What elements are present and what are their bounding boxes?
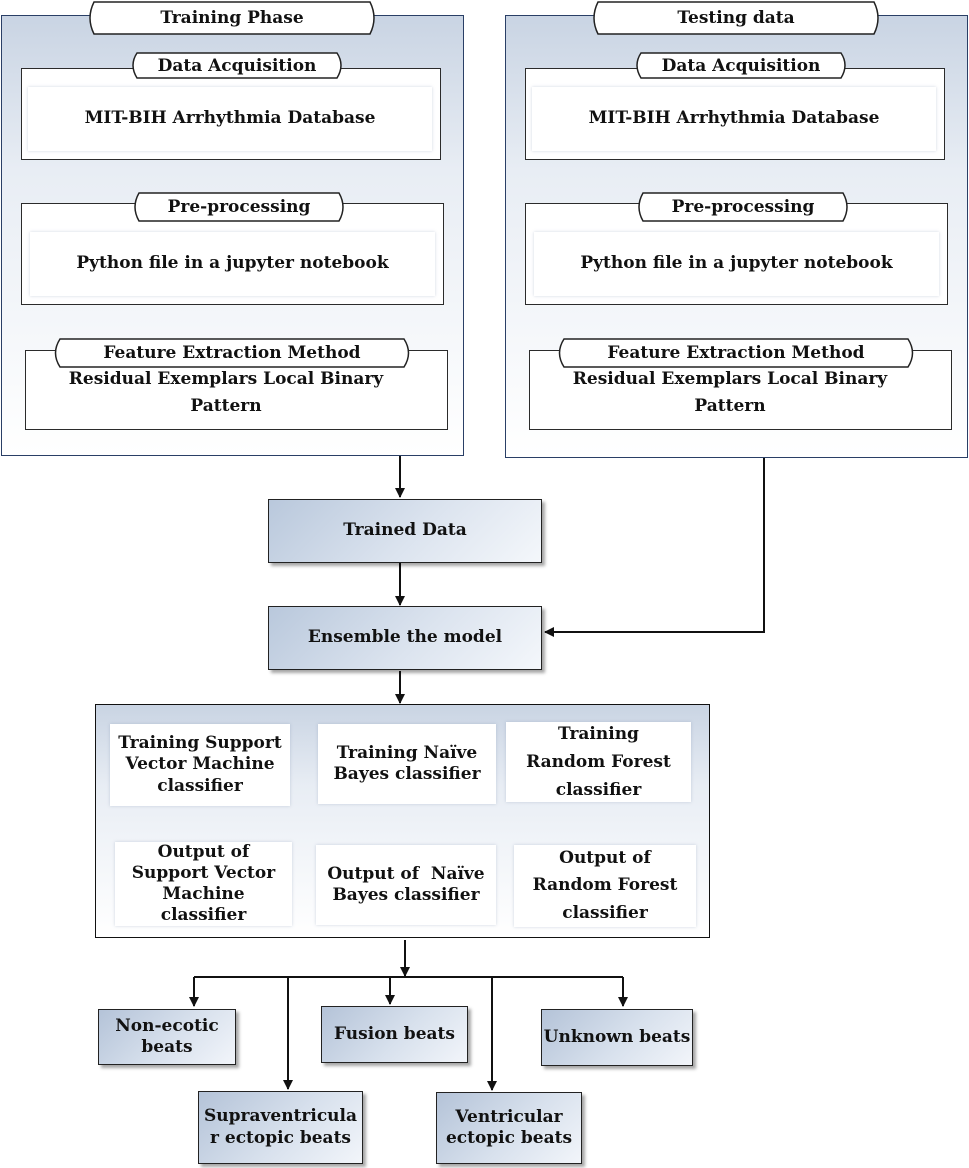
train-pre-banner: Pre-processing bbox=[132, 192, 346, 222]
test-pre-label: Pre-processing bbox=[671, 197, 815, 217]
train-acq-label: Data Acquisition bbox=[157, 55, 317, 76]
rf-out-line2: Random Forest bbox=[532, 875, 678, 896]
train-acquisition-box: MIT-BIH Arrhythmia Database bbox=[21, 68, 441, 160]
svm-train-line1: Training Support bbox=[118, 733, 282, 754]
train-preprocessing-box: Python file in a jupyter notebook bbox=[21, 203, 444, 305]
unknown-beats-box: Unknown beats bbox=[541, 1009, 693, 1066]
train-title-banner: Training Phase bbox=[88, 1, 376, 35]
rf-out-line3: classifier bbox=[562, 902, 648, 923]
train-database-text: MIT-BIH Arrhythmia Database bbox=[28, 87, 432, 151]
svm-out-line3: Machine bbox=[162, 884, 245, 904]
test-feat-banner: Feature Extraction Method bbox=[556, 338, 916, 368]
rf-train-line1: Training bbox=[558, 723, 639, 744]
nb-train-line1: Training Naïve bbox=[336, 742, 478, 763]
rf-train-line3: classifier bbox=[555, 780, 642, 801]
test-acq-label: Data Acquisition bbox=[661, 55, 821, 76]
train-feat-banner: Feature Extraction Method bbox=[52, 338, 412, 368]
train-acq-banner: Data Acquisition bbox=[130, 52, 344, 79]
train-title-label: Training Phase bbox=[160, 8, 304, 28]
test-preprocessing-text: Python file in a jupyter notebook bbox=[534, 232, 939, 296]
test-title-banner: Testing data bbox=[592, 1, 880, 35]
nb-out-line1: Output of Naïve bbox=[327, 863, 485, 884]
fusion-beats-box: Fusion beats bbox=[321, 1006, 468, 1063]
test-feat-label: Feature Extraction Method bbox=[607, 343, 865, 363]
rf-training-box: Training Random Forest classifier bbox=[506, 722, 691, 802]
test-feature-text-line2: Pattern bbox=[694, 396, 766, 416]
ventricular-line1: Ventricular bbox=[455, 1106, 563, 1127]
svm-train-line3: classifier bbox=[157, 775, 243, 796]
nb-out-line2: Bayes classifier bbox=[332, 885, 480, 905]
train-feat-label: Feature Extraction Method bbox=[103, 343, 361, 363]
svm-out-line2: Support Vector bbox=[131, 862, 276, 883]
train-feature-text-line2: Pattern bbox=[190, 396, 262, 416]
ensemble-model-box: Ensemble the model bbox=[268, 606, 542, 670]
test-feature-text-line1: Residual Exemplars Local Binary bbox=[572, 369, 888, 389]
supraventricular-line2: r ectopic beats bbox=[210, 1127, 351, 1148]
svm-training-box: Training Support Vector Machine classifi… bbox=[110, 724, 290, 806]
non-ecotic-line1: Non-ecotic bbox=[115, 1015, 219, 1036]
train-preprocessing-text: Python file in a jupyter notebook bbox=[30, 232, 435, 296]
ventricular-line2: ectopic beats bbox=[445, 1128, 573, 1148]
rf-output-box: Output of Random Forest classifier bbox=[514, 845, 696, 927]
nb-training-box: Training Naïve Bayes classifier bbox=[318, 724, 496, 804]
trained-data-box: Trained Data bbox=[268, 499, 542, 563]
non-ecotic-line2: beats bbox=[141, 1037, 193, 1057]
supraventricular-line1: Supraventricula bbox=[204, 1106, 357, 1127]
supraventricular-beats-box: Supraventricula r ectopic beats bbox=[198, 1091, 363, 1164]
arrow-testing-to-ensemble bbox=[544, 458, 765, 637]
svm-output-box: Output of Support Vector Machine classif… bbox=[115, 842, 292, 926]
svm-train-line2: Vector Machine bbox=[125, 754, 275, 775]
test-pre-banner: Pre-processing bbox=[636, 192, 850, 222]
nb-train-line2: Bayes classifier bbox=[333, 764, 481, 784]
train-pre-label: Pre-processing bbox=[167, 197, 311, 217]
non-ecotic-beats-box: Non-ecotic beats bbox=[98, 1009, 236, 1065]
ventricular-beats-box: Ventricular ectopic beats bbox=[436, 1092, 582, 1164]
test-title-label: Testing data bbox=[677, 8, 795, 28]
rf-out-line1: Output of bbox=[559, 848, 651, 869]
rf-train-line2: Random Forest bbox=[526, 751, 671, 772]
test-database-text: MIT-BIH Arrhythmia Database bbox=[532, 87, 936, 151]
test-acquisition-box: MIT-BIH Arrhythmia Database bbox=[525, 68, 945, 160]
test-acq-banner: Data Acquisition bbox=[634, 52, 848, 79]
nb-output-box: Output of Naïve Bayes classifier bbox=[316, 845, 496, 925]
svm-out-line1: Output of bbox=[157, 841, 250, 862]
svm-out-line4: classifier bbox=[160, 905, 247, 926]
train-feature-text-line1: Residual Exemplars Local Binary bbox=[68, 369, 384, 389]
